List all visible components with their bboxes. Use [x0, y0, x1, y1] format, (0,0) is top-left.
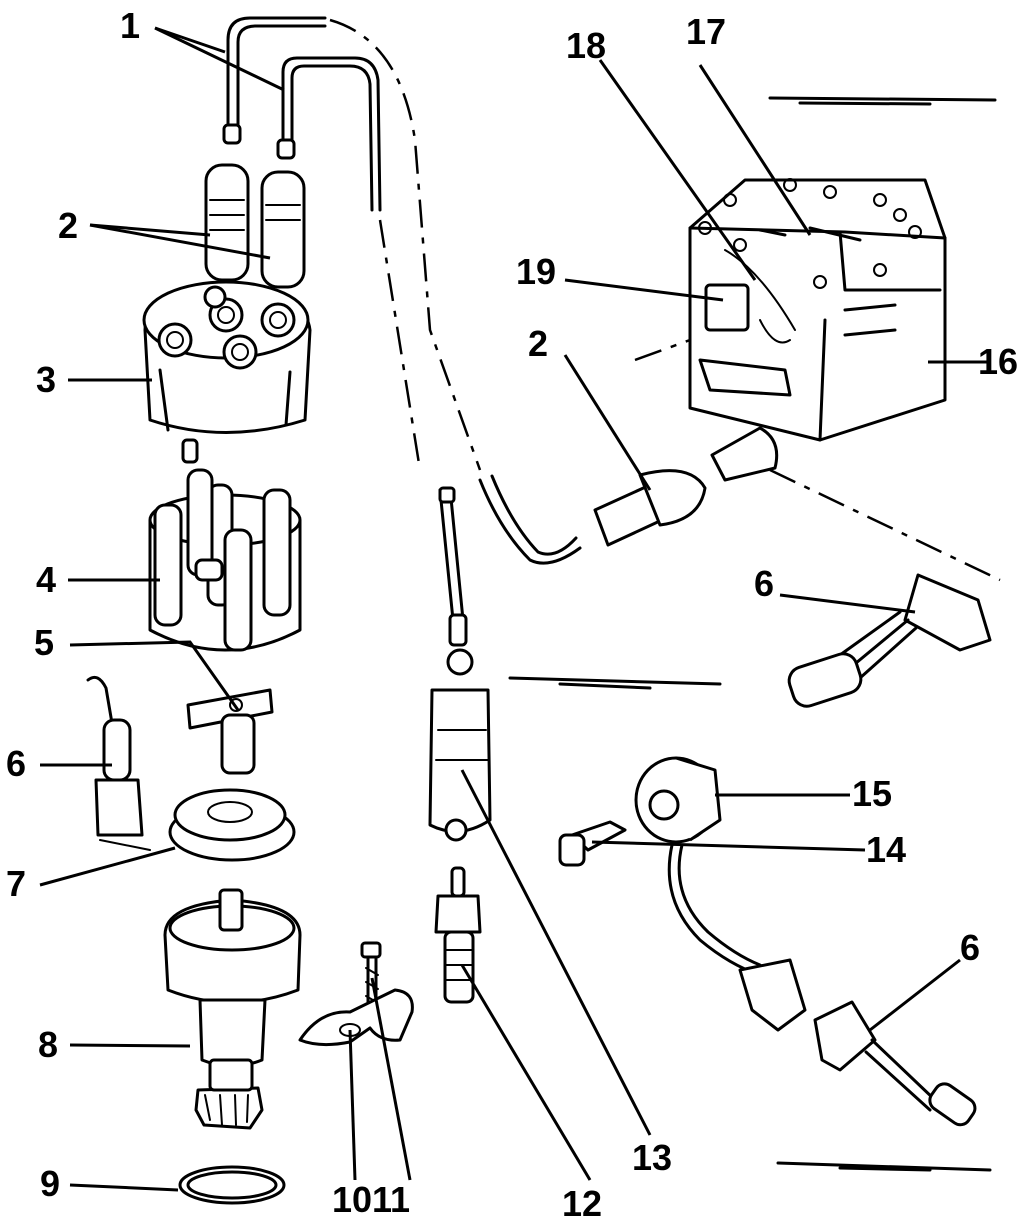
o-ring [178, 1165, 286, 1205]
ht-wires [222, 16, 482, 471]
distributor-cap [142, 280, 312, 464]
connector-right-top [787, 573, 992, 708]
callout-9: 9 [40, 1163, 61, 1204]
decorative-rules [508, 96, 997, 1172]
callout-18: 18 [566, 25, 607, 66]
callout-6-right-top: 6 [754, 563, 775, 604]
callout-3: 3 [36, 359, 57, 400]
leader-lines [39, 26, 990, 1192]
callout-19: 19 [516, 251, 557, 292]
center-lead-and-plug [428, 486, 492, 1004]
rotor [186, 688, 274, 775]
callout-2-left: 2 [58, 205, 79, 246]
callout-5: 5 [34, 622, 55, 663]
callout-2-right: 2 [528, 323, 549, 364]
distributor-body [163, 888, 302, 1130]
coil-lead [478, 426, 779, 565]
callout-8: 8 [38, 1024, 59, 1065]
callout-10: 10 [332, 1179, 373, 1220]
callout-11: 11 [372, 1179, 411, 1220]
control-unit [688, 178, 947, 442]
callout-6-right-bottom: 6 [960, 927, 981, 968]
callout-13: 13 [632, 1137, 673, 1178]
callout-7: 7 [6, 863, 27, 904]
callout-12: 12 [562, 1183, 603, 1224]
callout-15: 15 [852, 773, 893, 814]
callout-4: 4 [36, 559, 57, 600]
callout-1: 1 [120, 5, 141, 46]
callout-16: 16 [978, 341, 1019, 382]
callout-14: 14 [866, 829, 907, 870]
callout-17: 17 [686, 11, 727, 52]
callout-6-left: 6 [6, 743, 27, 784]
alignment-lines [634, 338, 1001, 582]
plug-connectors [204, 163, 306, 289]
dust-shield [168, 788, 296, 862]
knock-sensor [558, 756, 977, 1127]
clamp-and-bolt [298, 941, 414, 1047]
distributor-cap-alt [148, 468, 302, 652]
